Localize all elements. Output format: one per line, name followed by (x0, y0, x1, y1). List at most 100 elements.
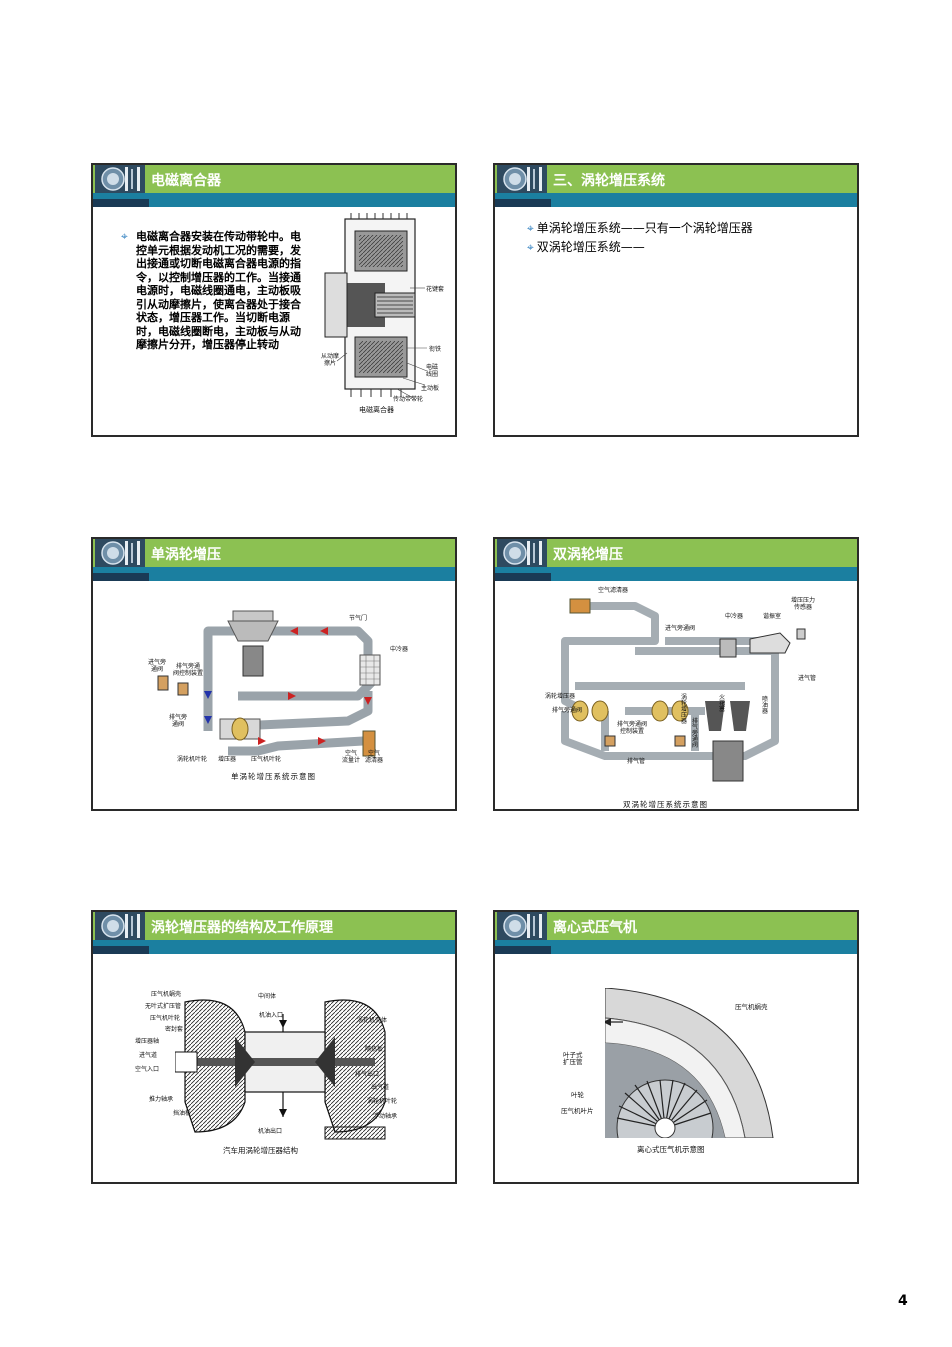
label-spline-sleeve: 花键套 (426, 286, 445, 293)
label-oil-outlet: 机油出口 (258, 1128, 283, 1135)
header-band (93, 193, 455, 207)
page-number: 4 (898, 1293, 908, 1309)
label-turbocharger-right: 涡轮增压器 (681, 694, 688, 725)
label-intake-pipe: 进气管 (798, 675, 817, 682)
slide-title: 双涡轮增压 (553, 547, 623, 563)
label-impeller: 叶轮 (571, 1091, 584, 1099)
label-air-filter: 空气滤清器 (598, 587, 629, 594)
bullet-item: ⌖单涡轮增压系统——只有一个涡轮增压器 (527, 219, 753, 236)
slide-turbo-structure: 涡轮增压器的结构及工作原理 压气机蜗壳 中间体 无叶式扩压管 机油入口 压气机叶… (91, 910, 457, 1184)
label-compressor-housing: 压气机蜗壳 (735, 1003, 768, 1011)
header-band-dark (495, 199, 551, 207)
label-turbine-wheel: 涡轮机叶轮 (367, 1098, 398, 1105)
caption: 双涡轮增压系统示意图 (623, 800, 708, 809)
label-exhaust-outlet: 排气出口 (355, 1071, 380, 1078)
label-exhaust-pipe: 排气管 (627, 758, 646, 765)
twin-turbo-diagram (561, 598, 806, 782)
label-bypass-control: 排气旁通阀 控制装置 (617, 721, 648, 735)
label-turbocharger: 增压器 (218, 756, 237, 763)
label-turbine-housing: 涡轮机壳体 (357, 1017, 388, 1024)
slide-header: 双涡轮增压 (495, 539, 857, 567)
label-compressor-blade: 压气机叶片 (561, 1107, 594, 1115)
slide-turbo-system: 三、涡轮增压系统 ⌖单涡轮增压系统——只有一个涡轮增压器 ⌖双涡轮增压系统—— (493, 163, 859, 437)
label-vaned-diffuser: 叶子式 扩压管 (563, 1051, 583, 1066)
label-throttle: 节气门 (349, 615, 368, 622)
slide-header: 单涡轮增压 (93, 539, 455, 567)
header-band (93, 567, 455, 581)
header-band (495, 193, 857, 207)
header-band-dark (93, 199, 149, 207)
label-intake-duct: 进气道 (139, 1052, 158, 1059)
slide-twin-turbo: 双涡轮增压 (493, 537, 859, 811)
label-coil: 电磁 线圈 (426, 364, 439, 378)
header-band (495, 940, 857, 954)
label-seal-sleeve: 密封套 (165, 1026, 184, 1033)
clutch-paragraph: 电磁离合器安装在传动带轮中。电 控单元根据发动机工况的需要，发 出接通或切断电磁… (136, 230, 301, 351)
label-pulley: 传动带带轮 (393, 396, 424, 403)
label-outlet-duct: 出气道 (371, 1084, 390, 1091)
slide-header: 涡轮增压器的结构及工作原理 (93, 912, 455, 940)
single-turbo-diagram (157, 610, 381, 757)
label-intercooler: 中冷器 (725, 613, 744, 620)
label-armature: 衔铁 (429, 346, 442, 353)
label-oil-baffle: 挡油板 (173, 1110, 192, 1117)
header-band-dark (93, 946, 149, 954)
caption: 离心式压气机示意图 (637, 1145, 705, 1154)
label-drive-plate: 主动板 (421, 385, 440, 392)
slide-title: 三、涡轮增压系统 (553, 173, 665, 189)
label-turbocharger-left: 涡轮增压器 (545, 693, 576, 700)
slide-electromagnetic-clutch: 电磁离合器 ⌖ 电磁离合器安装在传动带轮中。电 控单元根据发动机工况的需要，发 … (91, 163, 457, 437)
logo-icon (497, 165, 547, 193)
logo-icon (497, 912, 547, 940)
logo-icon (95, 912, 145, 940)
clutch-diagram (324, 213, 428, 400)
logo-icon (497, 539, 547, 567)
caption: 单涡轮增压系统示意图 (231, 772, 316, 781)
label-center-housing: 中间体 (258, 993, 277, 1000)
slide-title: 单涡轮增压 (151, 547, 221, 563)
label-air-filter: 空气 滤清器 (365, 750, 384, 764)
bullet-item: ⌖双涡轮增压系统—— (527, 238, 645, 255)
bullet-marker-icon: ⌖ (527, 240, 534, 254)
bullet-marker-icon: ⌖ (121, 229, 128, 243)
header-band (93, 940, 455, 954)
bullet-text: 双涡轮增压系统—— (536, 240, 645, 254)
label-spark-plug: 火花塞 (719, 694, 726, 713)
header-band-dark (495, 946, 551, 954)
header-band-dark (93, 573, 149, 581)
slide-single-turbo: 单涡轮增压 节气门 中冷器 进气旁 通阀 排气旁通 阀控制装置 (91, 537, 457, 811)
turbo-structure-diagram (175, 999, 386, 1140)
slide-header: 离心式压气机 (495, 912, 857, 940)
caption: 电磁离合器 (359, 406, 394, 414)
slide-title: 涡轮增压器的结构及工作原理 (151, 920, 333, 936)
slide-title: 离心式压气机 (553, 920, 637, 936)
slide-header: 三、涡轮增压系统 (495, 165, 857, 193)
label-floating-bearing: 浮动轴承 (373, 1113, 398, 1120)
label-boost-sensor: 增压压力 传感器 (791, 597, 816, 611)
label-exhaust-bypass-left: 排气旁通阀 (552, 707, 583, 714)
label-intake-bypass: 进气旁 通阀 (148, 659, 167, 673)
label-thrust-bearing: 推力轴承 (149, 1096, 174, 1103)
label-shaft: 增压器轴 (135, 1038, 160, 1045)
logo-icon (95, 165, 145, 193)
bullet-marker-icon: ⌖ (527, 221, 534, 235)
label-oil-inlet: 机油入口 (259, 1012, 284, 1019)
label-compressor-wheel: 压气机叶轮 (251, 756, 282, 763)
bullet-text: 单涡轮增压系统——只有一个涡轮增压器 (536, 221, 753, 235)
label-air-flow-meter: 空气 流量计 (342, 750, 361, 764)
label-bypass-control: 排气旁通 阀控制装置 (173, 663, 204, 677)
label-heat-shield: 隔热板 (365, 1046, 384, 1053)
label-intake-bypass: 进气旁通阀 (665, 625, 696, 632)
header-band-dark (495, 573, 551, 581)
label-friction-disc: 从动摩 擦片 (321, 353, 340, 367)
slide-header: 电磁离合器 (93, 165, 455, 193)
compressor-diagram (605, 988, 774, 1138)
label-compressor-housing: 压气机蜗壳 (151, 991, 182, 998)
label-turbine-wheel: 涡轮机叶轮 (177, 756, 208, 763)
header-band (495, 567, 857, 581)
slide-centrifugal-compressor: 离心式压气机 压气机蜗壳 叶子式 扩压管 叶轮 压气机叶片 离心式压气机示意图 (493, 910, 859, 1184)
caption: 汽车用涡轮增压器结构 (223, 1146, 298, 1155)
label-air-inlet: 空气入口 (135, 1066, 160, 1073)
label-resonator: 谐振室 (763, 613, 782, 620)
logo-icon (95, 539, 145, 567)
